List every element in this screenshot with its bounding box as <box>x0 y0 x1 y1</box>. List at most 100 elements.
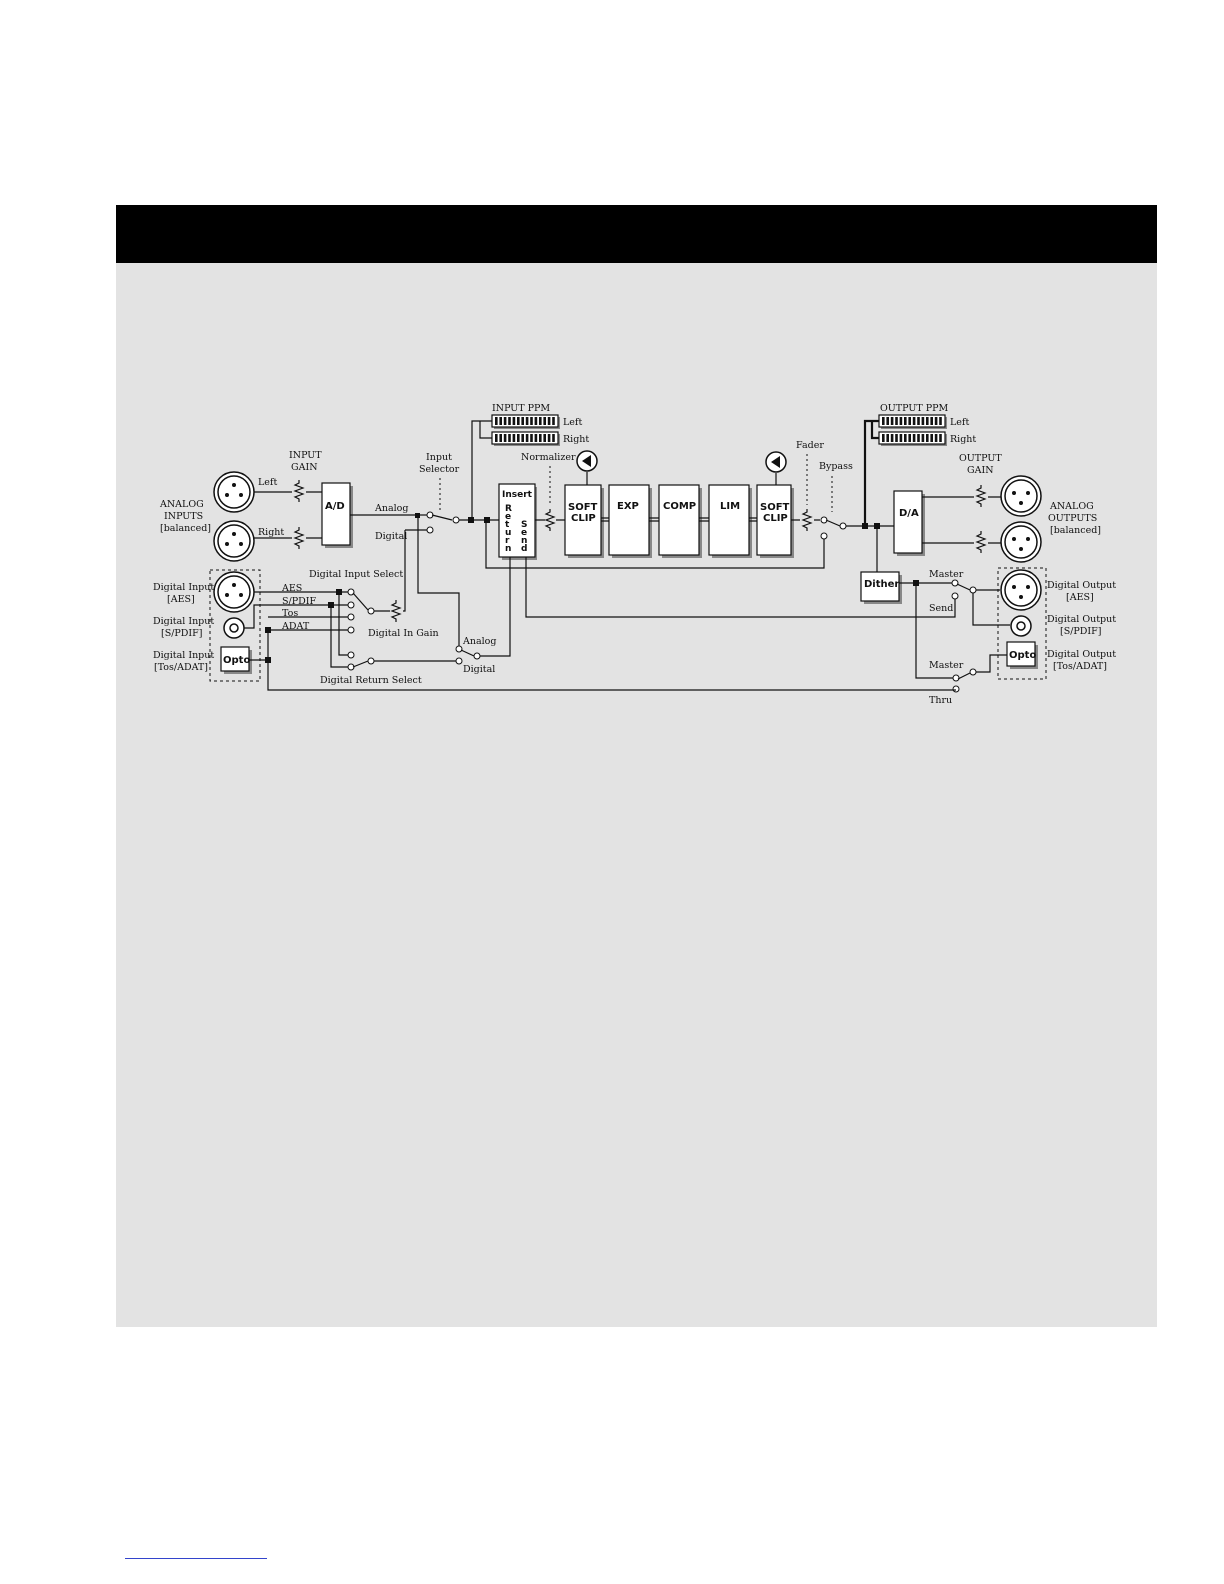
bypass-label: Bypass <box>819 461 853 472</box>
digital-in-gain-icon <box>391 599 401 623</box>
dither-block: Dither <box>860 529 953 679</box>
insert-letter: d <box>521 544 527 554</box>
ad-converter: A/D Analog Digital <box>321 482 417 548</box>
analog-inputs: ANALOG INPUTS [balanced] Left Right INPU… <box>159 450 322 562</box>
input-selector-line1: Input <box>426 452 452 463</box>
return-switch-analog: Analog <box>462 636 496 647</box>
soft-clip-2-line1: SOFT <box>760 502 790 513</box>
digital-inputs: Opto Digital Input [AES] Digital Input [… <box>153 569 956 691</box>
digital-input-select-aes: AES <box>281 583 302 594</box>
ppm-segment <box>521 434 524 442</box>
digital-return-select: Digital Return Select <box>320 592 456 686</box>
analog-inputs-line1: ANALOG <box>159 499 204 510</box>
da-converter: D/A OUTPUT GAIN <box>893 453 1002 556</box>
ppm-segment <box>886 434 889 442</box>
ppm-segment <box>552 434 555 442</box>
da-label: D/A <box>899 508 919 519</box>
ppm-segment <box>521 417 524 425</box>
ppm-segment <box>895 434 898 442</box>
input-gain-line1: INPUT <box>289 450 322 461</box>
ppm-segment <box>503 417 507 425</box>
digital-input-aes-line2: [AES] <box>167 594 195 605</box>
normalizer: Normalizer <box>521 452 576 532</box>
ppm-segment <box>517 417 520 425</box>
digital-input-select-spdif: S/PDIF <box>282 596 316 607</box>
input-ppm-right: Right <box>563 434 589 445</box>
output-ppm: OUTPUT PPM Left Right <box>863 403 976 526</box>
ppm-segment <box>908 434 911 442</box>
xlr-input-right-icon <box>213 520 255 562</box>
ppm-segment <box>930 434 933 442</box>
ppm-segment <box>495 434 498 442</box>
input-gain-right-icon <box>294 526 304 550</box>
input-gain-line2: GAIN <box>291 462 318 473</box>
ppm-segment <box>904 434 907 442</box>
ppm-segment <box>899 417 903 425</box>
insert-letter: n <box>505 544 511 554</box>
input-selector-line2: Selector <box>419 464 460 475</box>
ppm-segment <box>899 434 903 442</box>
output-gain-line1: OUTPUT <box>959 453 1002 464</box>
analog-outputs: ANALOG OUTPUTS [balanced] <box>1000 475 1101 563</box>
comp-label: COMP <box>663 501 696 512</box>
footer-rule <box>125 1558 267 1559</box>
ppm-segment <box>512 434 516 442</box>
normalizer-gain-icon <box>545 508 555 532</box>
ppm-segment <box>547 417 551 425</box>
ppm-segment <box>917 417 920 425</box>
input-selector: Input Selector <box>405 452 500 534</box>
ad-label: A/D <box>325 501 345 512</box>
digital-input-opto: Opto <box>223 655 250 666</box>
insert-send-label: Send <box>521 520 527 554</box>
ppm-segment <box>926 434 929 442</box>
out-switch-2-thru: Thru <box>929 695 952 706</box>
xlr-digital-output-icon <box>1000 569 1042 611</box>
ppm-segment <box>904 417 907 425</box>
ppm-segment <box>939 417 942 425</box>
insert-letter: e <box>505 512 511 522</box>
xlr-output-left-icon <box>1000 475 1042 517</box>
out-switch-2-master: Master <box>929 660 964 671</box>
output-switch-send: Master Send <box>525 557 1010 626</box>
analog-outputs-line1: ANALOG <box>1049 501 1094 512</box>
ppm-segment <box>543 417 546 425</box>
ppm-segment <box>939 434 942 442</box>
ppm-segment <box>917 434 920 442</box>
return-switch-digital: Digital <box>463 664 495 675</box>
analog-input-left-label: Left <box>258 477 277 488</box>
insert-return-label: Return <box>505 504 512 554</box>
ppm-segment <box>547 434 551 442</box>
insert-letter: S <box>521 520 527 530</box>
digital-input-tos-line2: [Tos/ADAT] <box>154 662 208 673</box>
diagram-panel <box>116 263 1157 1327</box>
ad-analog-label: Analog <box>374 503 408 514</box>
ppm-segment <box>512 417 516 425</box>
ppm-segment <box>525 434 529 442</box>
ppm-segment <box>552 417 555 425</box>
ppm-segment <box>882 434 885 442</box>
ppm-segment <box>534 434 538 442</box>
xlr-digital-input-icon <box>213 571 255 613</box>
digital-input-aes-line1: Digital Input <box>153 582 214 593</box>
soft-clip-2-line2: CLIP <box>763 513 788 524</box>
input-ppm-left: Left <box>563 417 582 428</box>
exp-label: EXP <box>617 501 639 512</box>
digital-input-select: Digital Input Select AES S/PDIF Tos ADAT… <box>281 530 439 639</box>
output-gain-line2: GAIN <box>967 465 994 476</box>
insert-letter: e <box>521 528 527 538</box>
digital-input-select-tos: Tos <box>282 608 298 619</box>
ppm-segment <box>495 417 498 425</box>
analog-input-right-label: Right <box>258 527 284 538</box>
soft-clip-2-led-icon <box>765 451 787 485</box>
ppm-segment <box>890 434 894 442</box>
ppm-segment <box>539 417 542 425</box>
ppm-segment <box>912 434 916 442</box>
out-switch-1-send: Send <box>929 603 953 614</box>
xlr-output-right-icon <box>1000 521 1042 563</box>
return-switch: Analog Digital <box>417 518 511 675</box>
insert-letter: R <box>505 504 512 514</box>
ppm-segment <box>534 417 538 425</box>
digital-output-aes-line1: Digital Output <box>1047 580 1116 591</box>
insert-letter: t <box>505 520 510 530</box>
input-gain-left-icon <box>294 479 304 503</box>
